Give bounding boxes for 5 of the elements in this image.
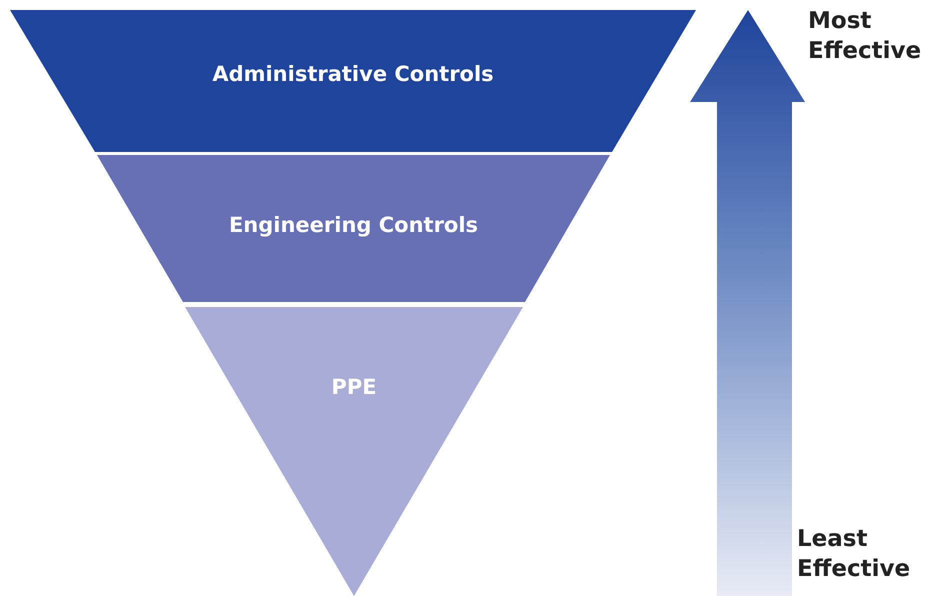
band-label: PPE — [330, 375, 378, 399]
band-label: Administrative Controls — [211, 62, 495, 86]
scale-label: Least Effective — [797, 525, 912, 584]
band-label: Engineering Controls — [228, 213, 480, 237]
scale-label: Most Effective — [808, 7, 922, 66]
